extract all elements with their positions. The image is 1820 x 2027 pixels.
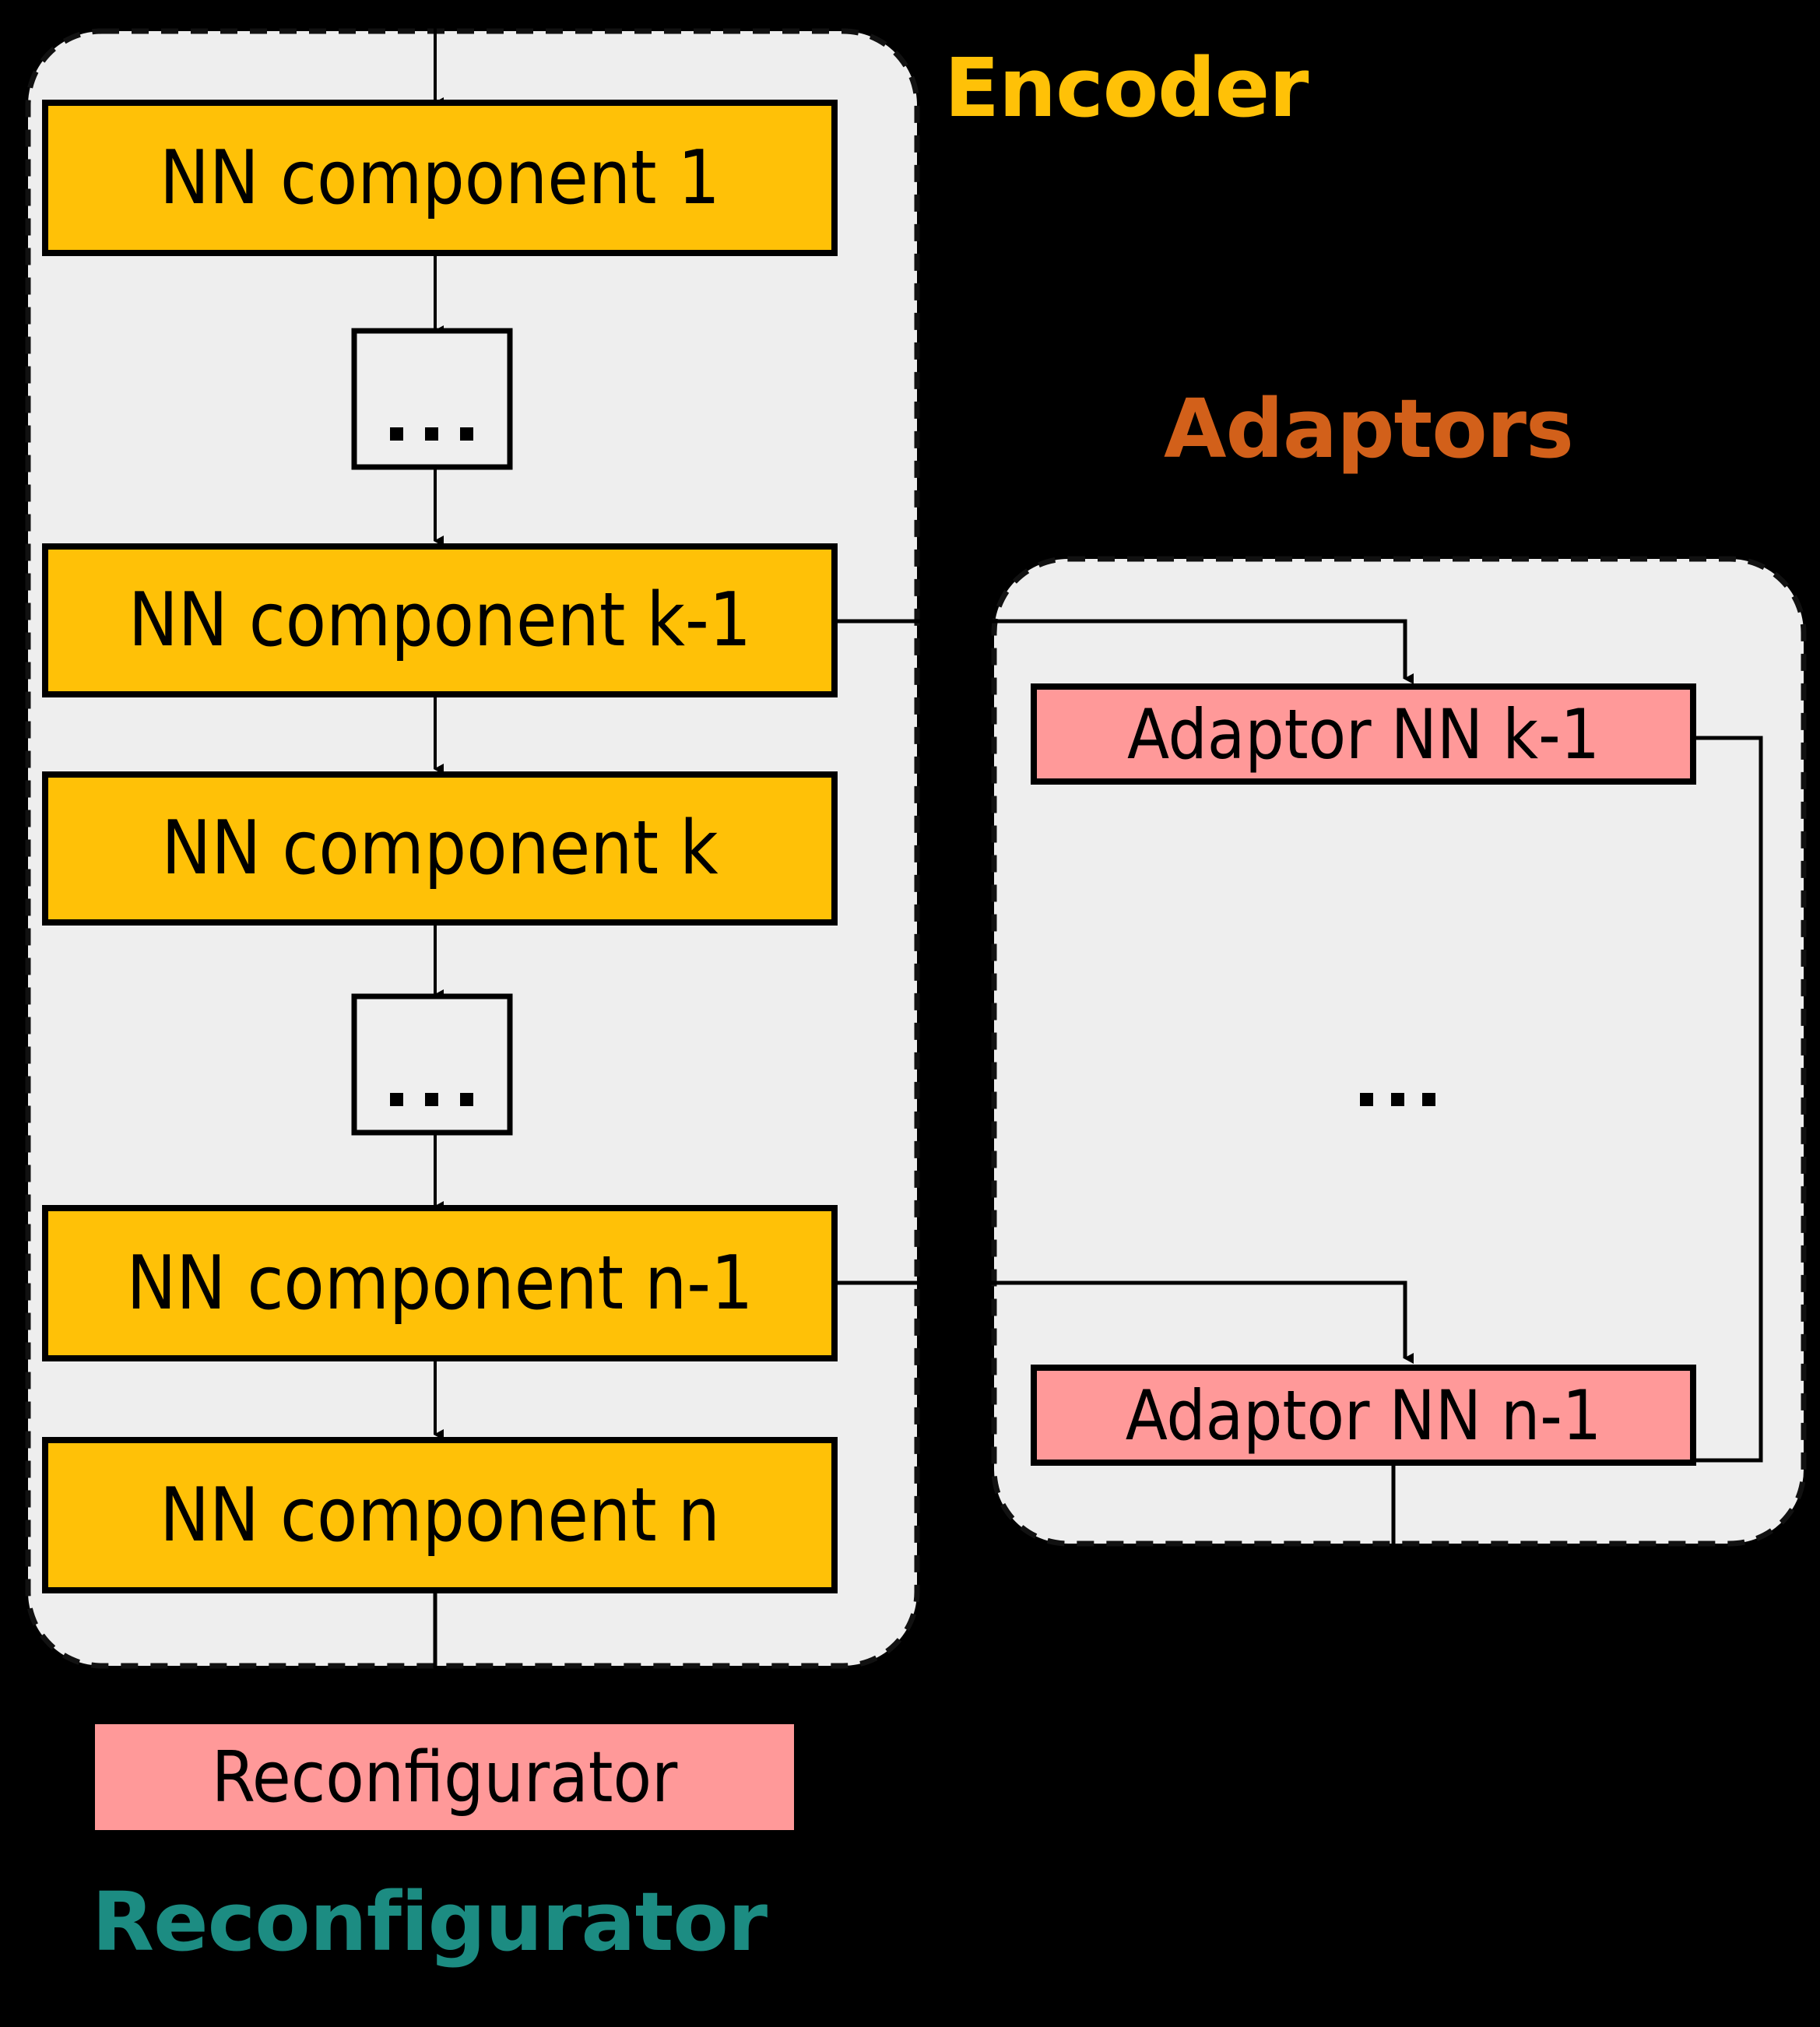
node-adaptor-nn-n-1[interactable] [1031, 1365, 1696, 1466]
ellipsis-dot [425, 427, 438, 441]
ellipsis-dot [390, 1093, 403, 1106]
node-adaptor-nn-k-1[interactable] [1031, 683, 1696, 785]
ellipsis-dot [1422, 1093, 1435, 1106]
ellipsis-dot [1360, 1093, 1373, 1106]
node-reconfigurator[interactable] [95, 1724, 794, 1830]
encoder-group-title: Encoder [944, 40, 1309, 135]
adaptors-container [991, 556, 1807, 1547]
edge-nnn1-to-adaptor-n1 [834, 1280, 1414, 1364]
adaptors-group-title: Adaptors [1164, 381, 1574, 476]
ellipsis-dot [390, 427, 403, 441]
node-encoder-ellipsis-2 [351, 993, 513, 1136]
node-encoder-ellipsis-1 [351, 328, 513, 470]
node-nn-component-1[interactable] [42, 100, 838, 256]
node-nn-component-n[interactable] [42, 1437, 838, 1593]
node-nn-component-k[interactable] [42, 771, 838, 926]
ellipsis-dot [460, 427, 473, 441]
reconfigurator-group-title: Reconfigurator [92, 1874, 768, 1969]
edge-nnk1-to-adaptor-k1 [834, 619, 1414, 684]
ellipsis-dot [1391, 1093, 1404, 1106]
node-nn-component-k-1[interactable] [42, 543, 838, 697]
edge-adaptor-k1-side-return [1693, 736, 1763, 1463]
ellipsis-dot [460, 1093, 473, 1106]
node-nn-component-n-1[interactable] [42, 1205, 838, 1361]
ellipsis-dot [425, 1093, 438, 1106]
